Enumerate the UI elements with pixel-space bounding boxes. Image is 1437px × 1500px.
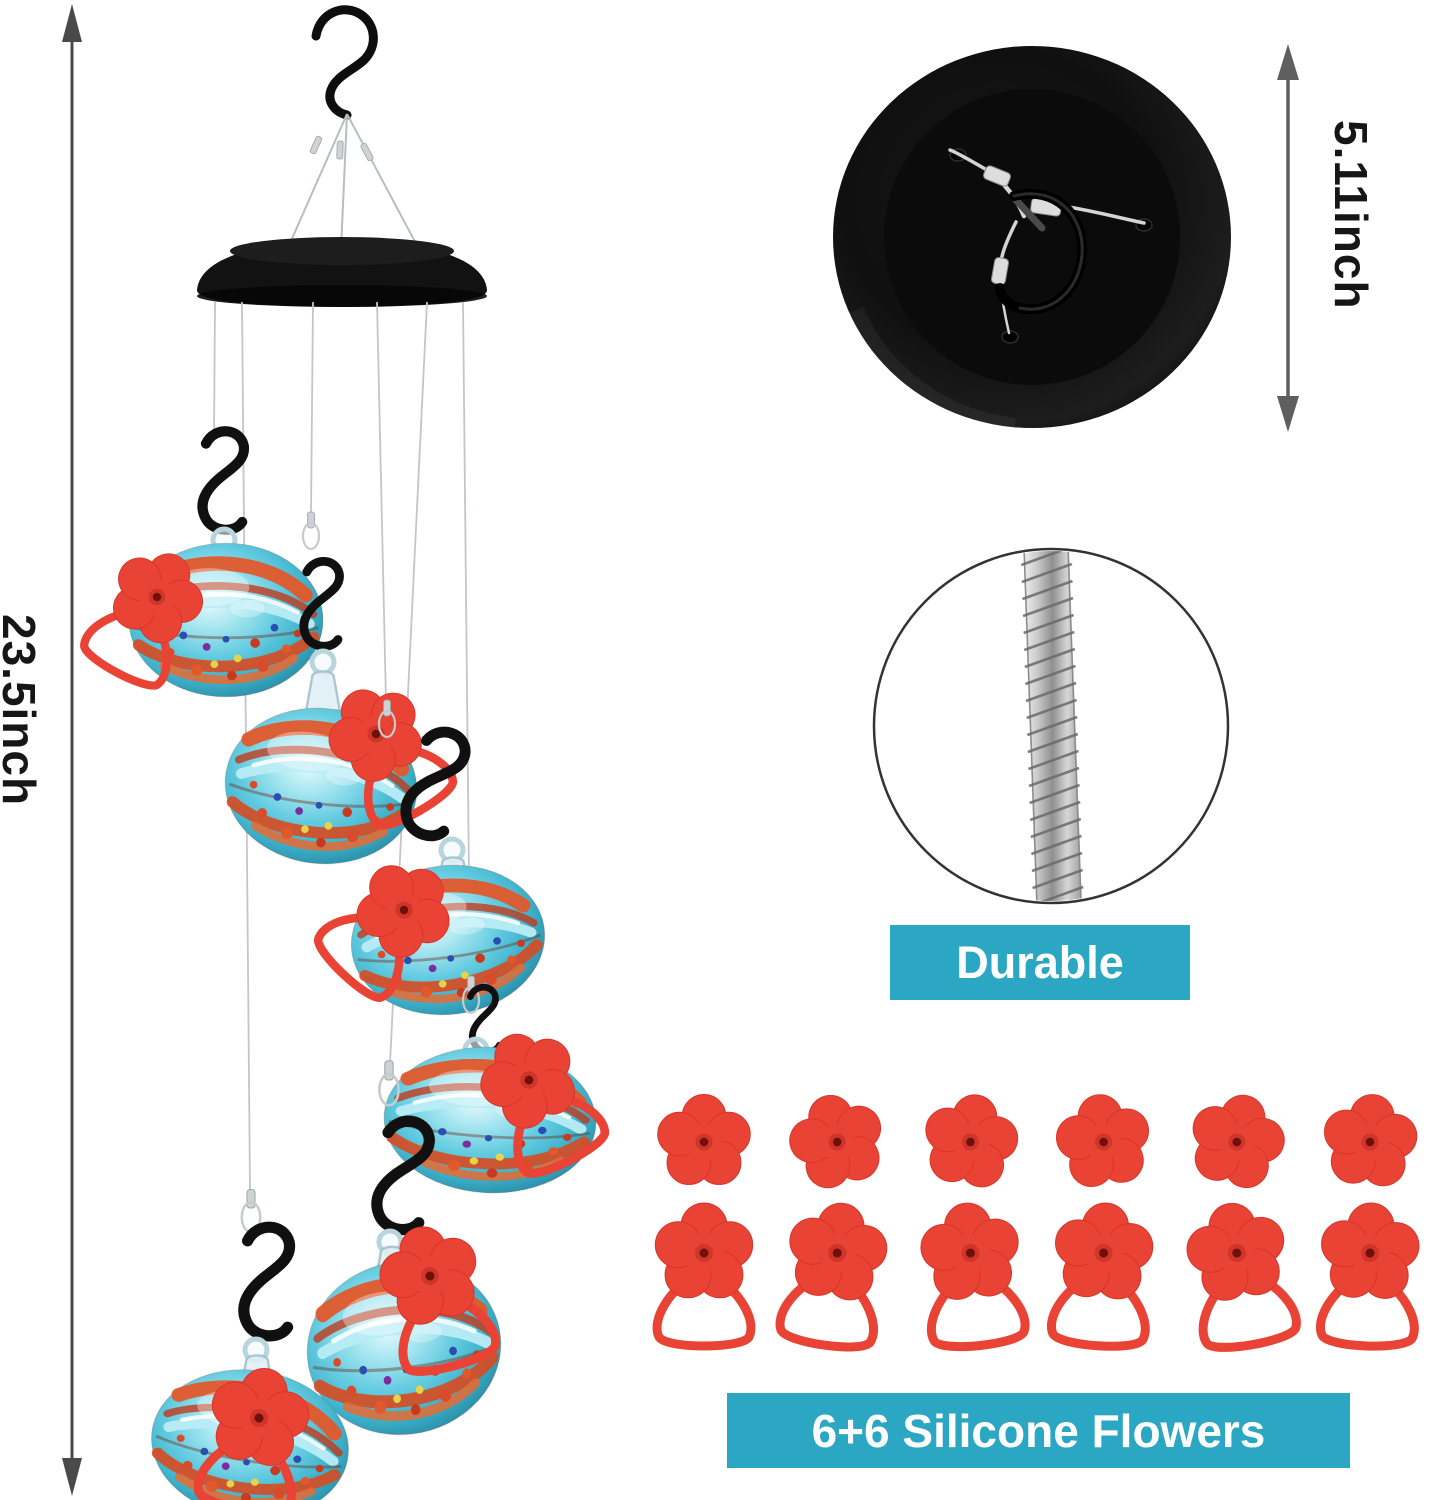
silicone-flowers-row-perch (655, 1195, 1420, 1353)
s-hook-icon (244, 1227, 290, 1336)
left-dimension-arrow (62, 4, 82, 1496)
silicone-flowers-row-plain (657, 1083, 1421, 1196)
top-s-hook-icon (311, 5, 378, 120)
disc-dimension-arrow (1277, 44, 1299, 432)
glass-loop (312, 651, 334, 673)
flowers-badge: 6+6 Silicone Flowers (727, 1393, 1350, 1468)
silicone-flower-perch (917, 1198, 1029, 1350)
durable-badge: Durable (890, 925, 1190, 1000)
hanger-wires (286, 113, 422, 254)
silicone-flower-perch (1318, 1201, 1420, 1347)
silicone-flower (1319, 1090, 1421, 1189)
toggle-pin (1012, 196, 1046, 232)
cable-closeup (872, 547, 1230, 905)
silicone-flower (916, 1086, 1025, 1193)
chime-top-disc (197, 237, 487, 307)
arrow-up-icon (62, 4, 82, 42)
glass-neck (305, 670, 341, 712)
s-hook-icon (203, 431, 244, 530)
wire-loop (301, 510, 321, 551)
hanger-disc-underside (833, 46, 1231, 434)
disc-holes (949, 148, 1153, 344)
silicone-flower (779, 1083, 894, 1196)
feeder-globe-1 (77, 431, 323, 697)
silicone-flower (1181, 1084, 1294, 1195)
arrow-down-icon (62, 1458, 82, 1496)
chime-height-label: 23.5inch (0, 614, 45, 807)
disc-inner (884, 89, 1180, 385)
hanger-wire-crimps (309, 135, 374, 162)
cable-strands (1020, 551, 1084, 901)
silicone-flower-perch (655, 1203, 752, 1346)
silicone-flower (1050, 1088, 1156, 1192)
silicone-flower-perch (1180, 1195, 1301, 1353)
arrow-down-icon (1277, 396, 1299, 432)
disc-wire-crimps (983, 165, 1062, 285)
wind-chime-illustration (77, 5, 612, 1500)
silicone-flower (657, 1094, 751, 1186)
silicone-flower-perch (776, 1197, 892, 1352)
arrow-up-icon (1277, 44, 1299, 80)
disc-height-label: 5.11inch (1325, 120, 1377, 310)
silicone-flower-perch (1049, 1200, 1156, 1349)
